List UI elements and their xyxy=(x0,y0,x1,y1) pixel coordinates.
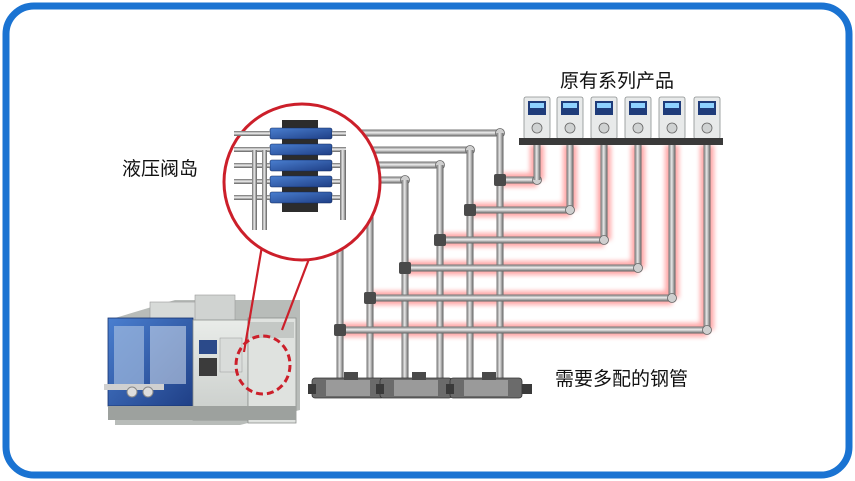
sensor-unit xyxy=(624,96,652,140)
pipe-elbow xyxy=(667,293,677,303)
pipe-segment xyxy=(340,326,707,334)
pipe-fitting xyxy=(364,292,376,304)
pipe-fitting xyxy=(399,262,411,274)
sensor-unit xyxy=(556,96,584,140)
hydraulic-cylinder xyxy=(446,372,532,399)
pipe-segment xyxy=(703,145,711,330)
pipe-segment xyxy=(668,145,676,298)
pipe-segment xyxy=(533,145,541,180)
sensor-unit xyxy=(693,96,721,140)
pipe-segment xyxy=(600,145,608,240)
pipe-segment xyxy=(335,146,470,154)
pipe-segment xyxy=(336,210,344,385)
valve-location-dashed-circle xyxy=(234,334,292,396)
pipe-segment xyxy=(470,206,570,214)
sensor-unit xyxy=(590,96,618,140)
pipe-segment xyxy=(496,133,504,385)
pipe-fitting xyxy=(464,204,476,216)
sensor-mounting-rail xyxy=(519,138,723,145)
pipe-segment xyxy=(401,180,409,385)
pipe-fitting xyxy=(494,174,506,186)
sensor-unit xyxy=(658,96,686,140)
valve-station xyxy=(234,143,346,156)
pipe-elbow xyxy=(565,205,575,215)
injection-machine xyxy=(104,294,300,425)
existing-series-label: 原有系列产品 xyxy=(560,70,675,92)
valve-island xyxy=(234,120,346,230)
pipe-segment xyxy=(370,294,672,302)
pipe-segment xyxy=(634,145,642,268)
additional-pipes-label: 需要多配的钢管 xyxy=(555,368,689,390)
pipe-segment xyxy=(335,129,500,137)
pipe-segment xyxy=(405,264,638,272)
valve-island-callout xyxy=(222,102,382,396)
cylinders xyxy=(308,372,532,399)
pipe-segment xyxy=(440,236,604,244)
valve-inlet-pipe xyxy=(252,150,257,230)
valve-inlet-pipe xyxy=(262,150,267,230)
valve-outlet-pipe xyxy=(340,150,346,220)
hydraulic-cylinder xyxy=(376,372,462,399)
pipe-elbow xyxy=(702,325,712,335)
valve-island-label: 液压阀岛 xyxy=(122,158,199,180)
sensor-unit xyxy=(523,96,551,140)
pipe-segment xyxy=(500,176,537,184)
pipe-segment xyxy=(335,161,440,169)
sensor-units xyxy=(523,96,721,140)
pipe-elbow xyxy=(633,263,643,273)
pipe-network xyxy=(330,128,712,385)
pipe-segment xyxy=(436,165,444,385)
valve-station xyxy=(234,127,346,140)
pipe-fitting xyxy=(434,234,446,246)
pipe-segment xyxy=(566,145,574,210)
pipe-elbow xyxy=(599,235,609,245)
pipe-fitting xyxy=(334,324,346,336)
